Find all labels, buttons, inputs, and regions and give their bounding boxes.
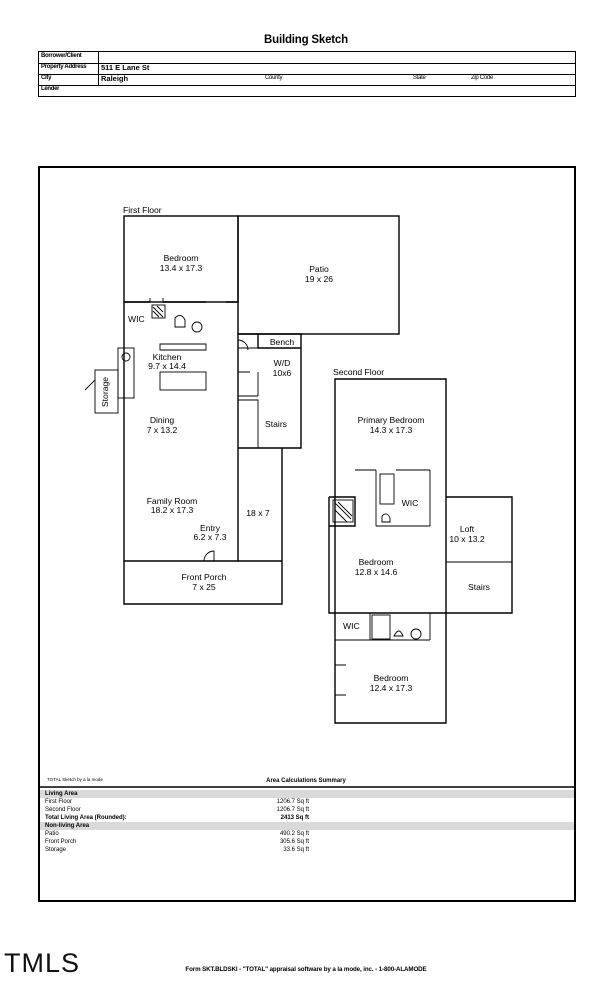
second-floor-row: Second Floor 1206.7 Sq ft bbox=[45, 807, 309, 813]
hatch-first bbox=[152, 305, 164, 318]
second-floor-label: Second Floor bbox=[333, 367, 384, 377]
borrower-row: Borrower/Client bbox=[39, 52, 575, 64]
bedroom2-dim: 12.8 x 14.6 bbox=[355, 567, 398, 577]
label-divider bbox=[98, 52, 99, 85]
entry-dim: 6.2 x 7.3 bbox=[194, 532, 227, 542]
city-label: City bbox=[41, 75, 52, 81]
wic3-label: WIC bbox=[343, 621, 360, 631]
non-living-header: Non-living Area bbox=[40, 822, 574, 830]
property-row: Property Address 511 E Lane St bbox=[39, 63, 575, 75]
bedroom1-dim: 13.4 x 17.3 bbox=[160, 263, 203, 273]
zip-label: Zip Code bbox=[471, 75, 493, 81]
living-area-header: Living Area bbox=[40, 790, 574, 798]
city-row: City Raleigh County State Zip Code bbox=[39, 74, 575, 86]
first-floor-label: First Floor bbox=[123, 205, 162, 215]
area-summary: Living Area First Floor 1206.7 Sq ft Sec… bbox=[40, 787, 574, 861]
summary-title: Area Calculations Summary bbox=[266, 778, 346, 784]
borrower-label: Borrower/Client bbox=[41, 53, 82, 59]
lender-row: Lender bbox=[39, 85, 575, 96]
lender-label: Lender bbox=[41, 86, 60, 92]
kitchen-name: Kitchen bbox=[153, 352, 182, 362]
form-footer: Form SKT.BLDSKI - "TOTAL" appraisal soft… bbox=[185, 966, 427, 973]
porch-name: Front Porch bbox=[182, 572, 227, 582]
kitchen-dim: 9.7 x 14.4 bbox=[148, 361, 186, 371]
bench-label: Bench bbox=[270, 337, 295, 347]
patio-row: Patio 490.2 Sq ft bbox=[45, 831, 309, 837]
entry-name: Entry bbox=[200, 523, 221, 533]
total-living-row: Total Living Area (Rounded): 2413 Sq ft bbox=[45, 815, 309, 821]
bedroom3-name: Bedroom bbox=[374, 673, 409, 683]
front-porch-row: Front Porch 305.6 Sq ft bbox=[45, 839, 309, 845]
family-dim: 18.2 x 17.3 bbox=[151, 505, 194, 515]
side-dim: 18 x 7 bbox=[246, 508, 270, 518]
storage-label: Storage bbox=[100, 377, 110, 407]
stairs2-label: Stairs bbox=[468, 582, 490, 592]
patio-name: Patio bbox=[309, 264, 329, 274]
county-label: County bbox=[265, 75, 283, 81]
page-title: Building Sketch bbox=[264, 34, 348, 46]
storage-row: Storage 33.6 Sq ft bbox=[45, 847, 309, 853]
property-info-table: Borrower/Client Property Address 511 E L… bbox=[38, 51, 576, 97]
second-floor-walls bbox=[328, 378, 513, 724]
stairs1-label: Stairs bbox=[265, 419, 287, 429]
dining-dim: 7 x 13.2 bbox=[147, 425, 178, 435]
bedroom2-name: Bedroom bbox=[359, 557, 394, 567]
porch-dim: 7 x 25 bbox=[192, 582, 216, 592]
sketch-note: TOTAL Sketch by a la mode bbox=[47, 777, 103, 782]
wic2-label: WIC bbox=[402, 498, 419, 508]
state-label: State bbox=[413, 75, 426, 81]
family-name: Family Room bbox=[147, 496, 198, 506]
sketch-frame bbox=[38, 166, 576, 902]
bedroom3-dim: 12.4 x 17.3 bbox=[370, 683, 413, 693]
bedroom1-name: Bedroom bbox=[164, 253, 199, 263]
loft-name: Loft bbox=[460, 524, 475, 534]
patio-dim: 19 x 26 bbox=[305, 274, 333, 284]
wic1-label: WIC bbox=[128, 314, 145, 324]
dining-name: Dining bbox=[150, 415, 175, 425]
primary-name: Primary Bedroom bbox=[358, 415, 425, 425]
first-floor-row: First Floor 1206.7 Sq ft bbox=[45, 799, 309, 805]
property-address-value: 511 E Lane St bbox=[101, 63, 150, 72]
primary-dim: 14.3 x 17.3 bbox=[370, 425, 413, 435]
tmls-logo: TMLS bbox=[4, 948, 81, 978]
wd-dim: 10x6 bbox=[273, 368, 292, 378]
property-label: Property Address bbox=[41, 64, 87, 70]
first-floor-walls bbox=[84, 215, 400, 605]
loft-dim: 10 x 13.2 bbox=[449, 534, 485, 544]
city-value: Raleigh bbox=[101, 74, 129, 83]
wd-name: W/D bbox=[274, 358, 291, 368]
